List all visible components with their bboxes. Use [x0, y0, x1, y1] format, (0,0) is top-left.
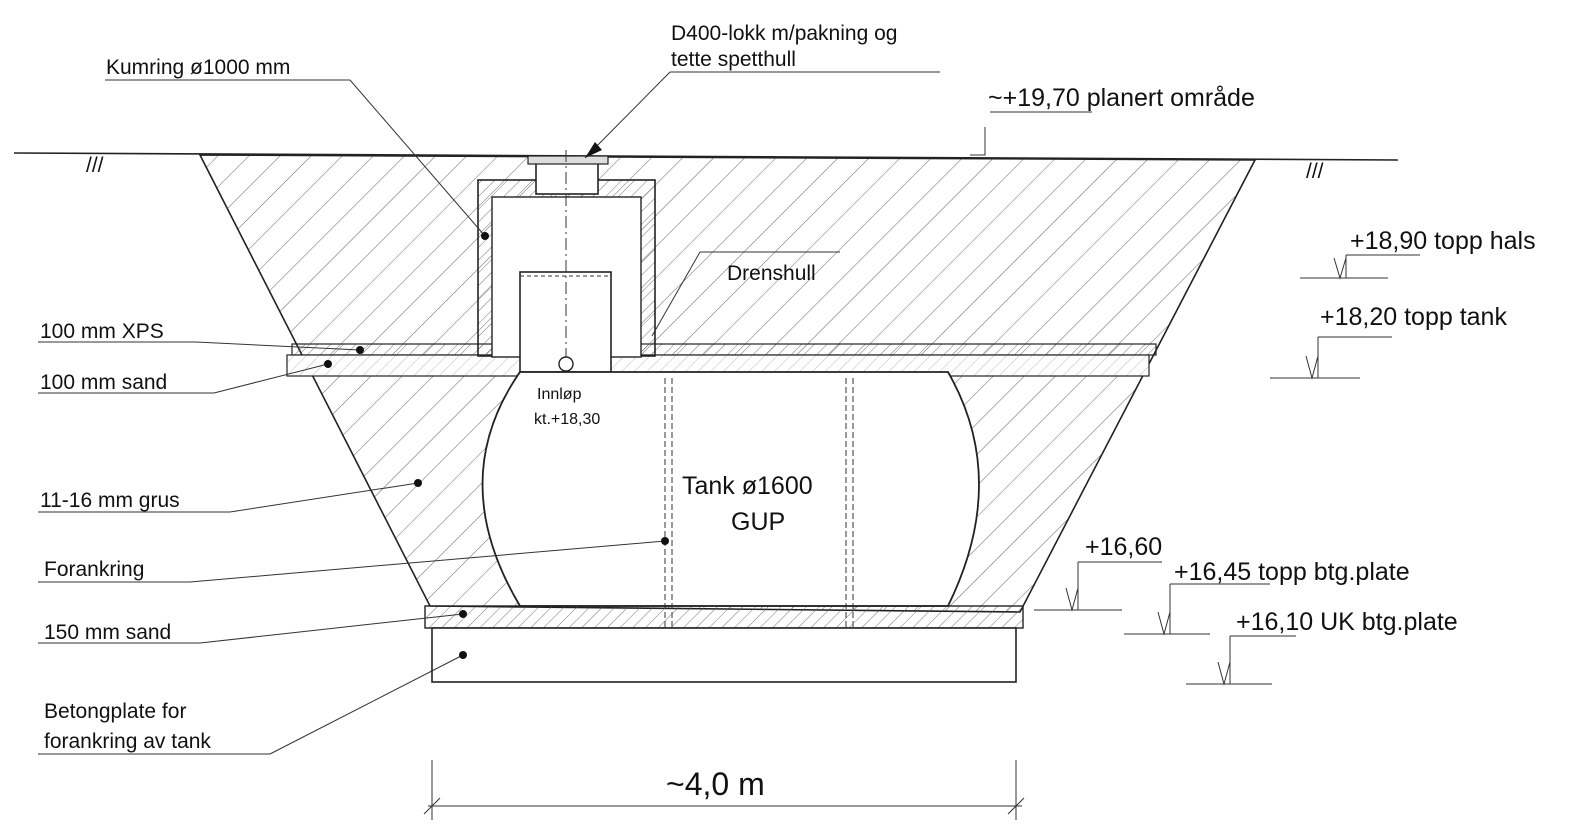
level-marker-top-slab [1124, 583, 1270, 636]
width-dimension [423, 760, 1025, 820]
concrete-slab-label-line2: forankring av tank [44, 730, 211, 753]
ground-mark-left: /// [86, 154, 104, 177]
concrete-slab [431, 627, 1017, 683]
sand-bottom-layer [424, 605, 1024, 629]
xps-layer [291, 343, 1157, 356]
kumring-label: Kumring ø1000 mm [106, 56, 290, 79]
lid-label-line1: D400-lokk m/pakning og [671, 22, 897, 45]
drain-hole-label: Drenshull [727, 262, 816, 285]
inlet-label-line1: Innløp [537, 386, 582, 403]
lid-label-line2: tette spetthull [671, 48, 796, 71]
width-label: ~4,0 m [666, 766, 765, 802]
ground-level-label: ~+19,70 planert område [988, 84, 1255, 112]
level-marker-top-neck [1300, 254, 1420, 280]
xps-label: 100 mm XPS [40, 320, 164, 343]
tank-label-line2: GUP [731, 508, 785, 536]
top-slab-label: +16,45 topp btg.plate [1174, 558, 1410, 586]
level-marker-top-tank [1270, 336, 1392, 380]
inlet-label-line2: kt.+18,30 [534, 411, 600, 428]
manhole-lid [535, 159, 599, 195]
level-marker-bottom-slab [1186, 635, 1296, 686]
concrete-slab-label-line1: Betongplate for [44, 700, 186, 723]
ground-mark-right: /// [1306, 160, 1324, 183]
level-1660-label: +16,60 [1085, 533, 1162, 561]
sand-bottom-label: 150 mm sand [44, 621, 171, 644]
tank-label-line1: Tank ø1600 [682, 472, 813, 500]
level-marker-1660 [1034, 561, 1162, 612]
inlet-pipe [558, 356, 574, 372]
top-tank-label: +18,20 topp tank [1320, 303, 1507, 331]
top-neck-label: +18,90 topp hals [1350, 227, 1536, 255]
gravel-label: 11-16 mm grus [40, 489, 180, 512]
anchoring-label: Forankring [44, 558, 144, 581]
bottom-slab-label: +16,10 UK btg.plate [1236, 608, 1458, 636]
sand-top-label: 100 mm sand [40, 371, 167, 394]
